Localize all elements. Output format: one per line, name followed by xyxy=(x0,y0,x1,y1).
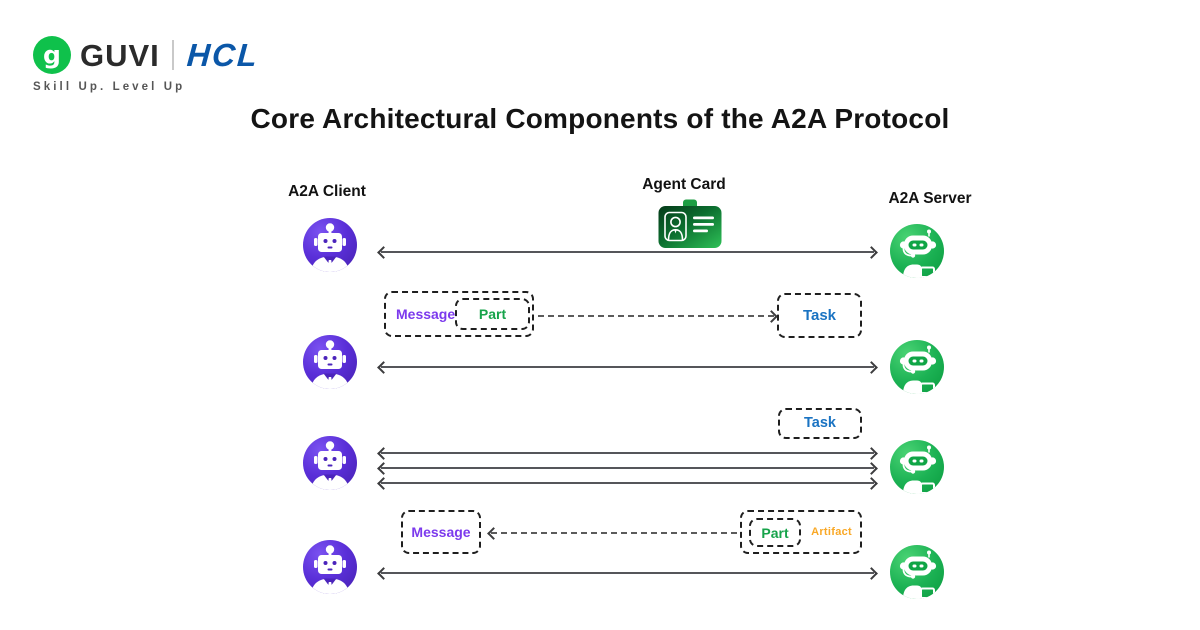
client-robot-icon xyxy=(303,335,357,389)
part-box: Part xyxy=(749,518,801,547)
part-label: Part xyxy=(761,524,789,541)
server-robot-icon xyxy=(890,340,944,394)
bidirectional-arrow-row1 xyxy=(381,251,874,253)
client-column-label: A2A Client xyxy=(288,183,366,200)
server-column-label: A2A Server xyxy=(888,190,972,207)
server-robot-icon xyxy=(890,440,944,494)
task-label: Task xyxy=(804,415,836,432)
client-robot-icon xyxy=(303,436,357,490)
client-robot-icon xyxy=(303,540,357,594)
brand-block: g GUVI HCL Skill Up. Level Up xyxy=(33,36,260,93)
server-robot-icon xyxy=(890,545,944,599)
guvi-glyph: g xyxy=(43,41,61,70)
message-label: Message xyxy=(396,306,456,322)
guvi-wordmark: GUVI xyxy=(80,37,160,73)
task-label: Task xyxy=(802,307,837,324)
artifact-box: Part Artifact xyxy=(740,510,862,554)
message-box: Message xyxy=(401,510,481,554)
dashed-arrow-part-to-message xyxy=(491,532,737,534)
client-robot-icon xyxy=(303,218,357,272)
guvi-logo-icon: g xyxy=(33,36,71,74)
bidirectional-arrow-row3-3 xyxy=(381,482,874,484)
artifact-label: Artifact xyxy=(811,525,852,538)
task-box: Task xyxy=(778,408,862,439)
dashed-arrow-message-to-task xyxy=(538,315,774,317)
message-label: Message xyxy=(411,524,471,540)
brand-tagline: Skill Up. Level Up xyxy=(33,81,186,93)
server-robot-icon xyxy=(890,224,944,278)
brand-divider xyxy=(171,40,174,70)
bidirectional-arrow-row3-1 xyxy=(381,452,874,454)
page-title: Core Architectural Components of the A2A… xyxy=(250,103,950,134)
agent-card-icon xyxy=(658,199,722,248)
bidirectional-arrow-row4 xyxy=(381,572,874,574)
hcl-wordmark: HCL xyxy=(185,37,260,73)
bidirectional-arrow-row2 xyxy=(381,366,874,368)
bidirectional-arrow-row3-2 xyxy=(381,467,874,469)
message-box: Message Part xyxy=(384,291,534,337)
part-label: Part xyxy=(478,306,507,322)
task-box: Task xyxy=(777,293,862,338)
agent-card-label: Agent Card xyxy=(642,176,726,193)
part-box: Part xyxy=(455,298,530,330)
